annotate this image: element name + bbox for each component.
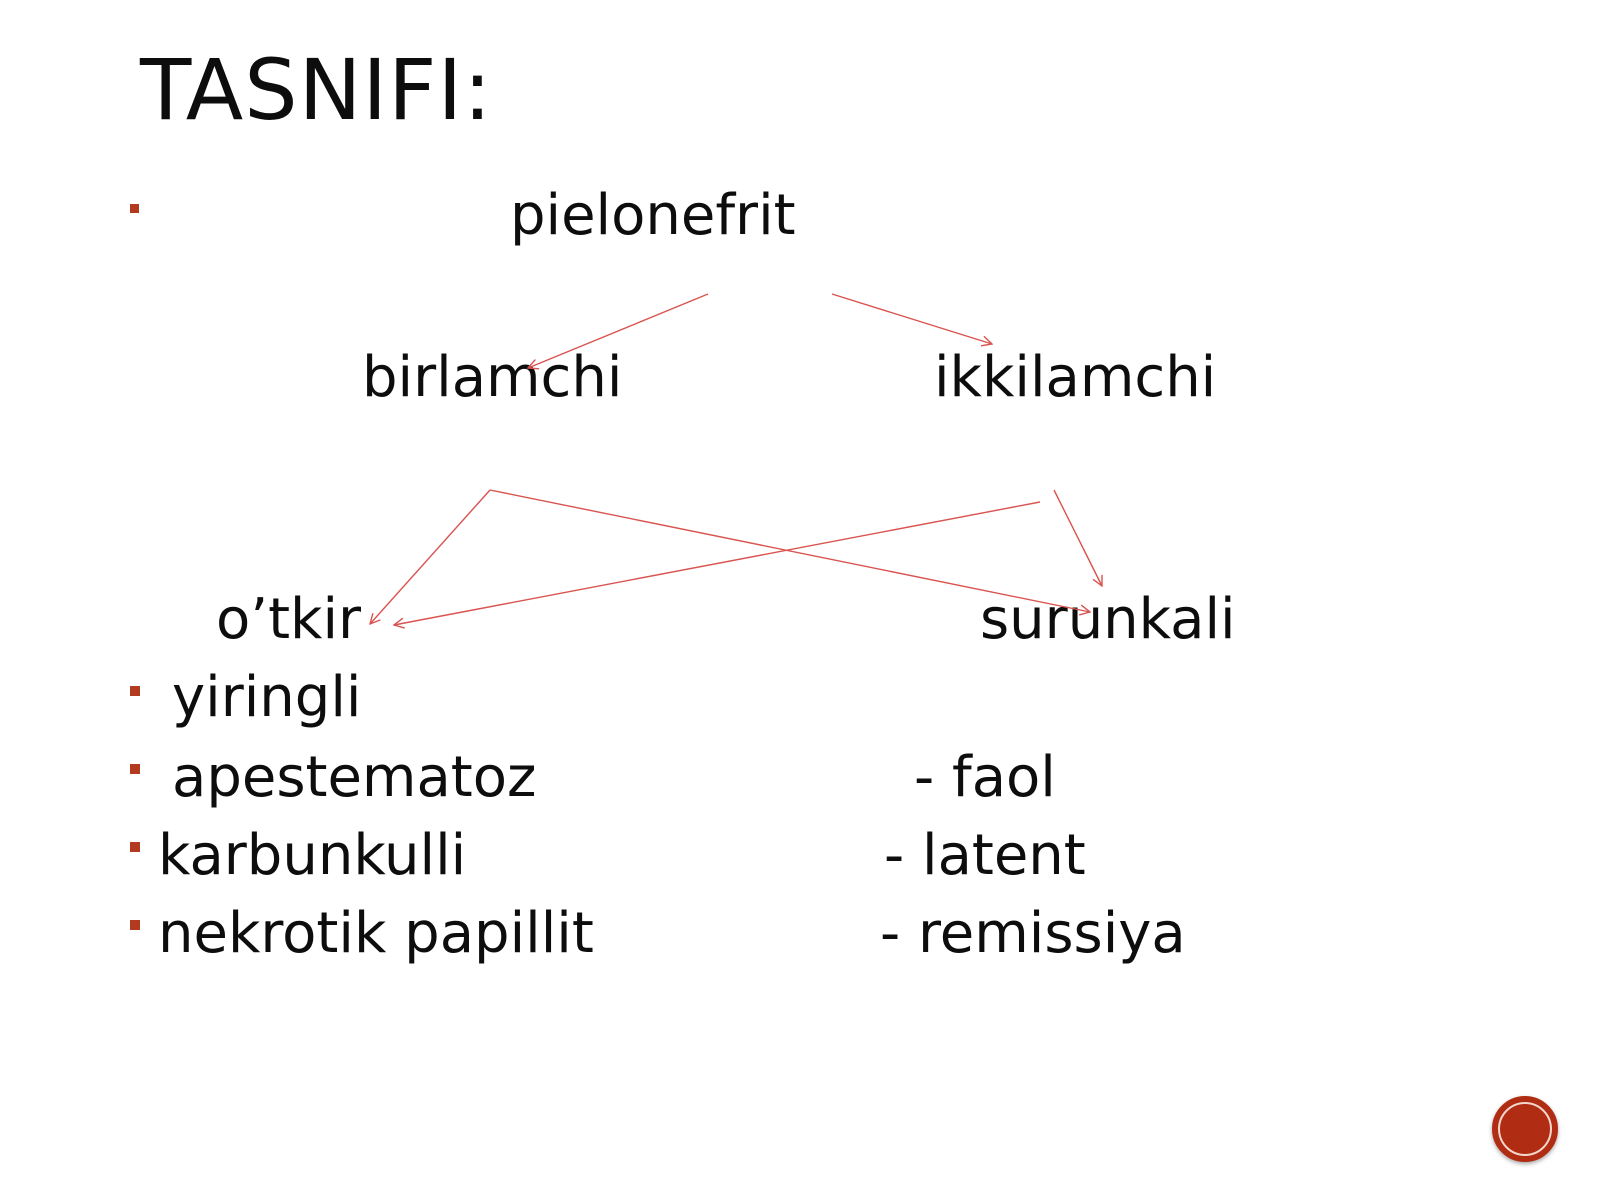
chronic-phase-remissiya: - remissiya — [880, 901, 1186, 966]
node-pielonefrit: pielonefrit — [510, 183, 796, 248]
bullet-marker — [130, 686, 140, 696]
arrow-ikkilamchi-to-surunkali — [1053, 489, 1102, 586]
bullet-marker — [130, 842, 140, 852]
bullet-marker — [130, 764, 140, 774]
arrow-birlamchi-to-otkir — [370, 489, 491, 624]
node-birlamchi: birlamchi — [362, 345, 623, 410]
node-otkir: o’tkir — [216, 587, 362, 652]
bullet-marker — [130, 204, 139, 213]
bullet-marker — [130, 920, 140, 930]
chronic-phase-faol: - faol — [914, 745, 1056, 810]
arrow-root-to-ikkilamchi — [831, 293, 992, 344]
node-ikkilamchi: ikkilamchi — [934, 345, 1217, 410]
acute-type-yiringli: yiringli — [172, 665, 362, 730]
acute-type-karbunkulli: karbunkulli — [158, 823, 467, 888]
acute-type-apestematoz: apestematoz — [172, 745, 537, 810]
chronic-phase-latent: - latent — [884, 823, 1086, 888]
arrow-ikkilamchi-to-otkir — [394, 501, 1041, 625]
node-surunkali: surunkali — [980, 587, 1236, 652]
badge-ring — [1498, 1102, 1552, 1156]
acute-type-nekrotik-papillit: nekrotik papillit — [158, 901, 594, 966]
slide-badge-icon — [1492, 1096, 1558, 1162]
slide-title: TASNIFI: — [140, 41, 493, 139]
